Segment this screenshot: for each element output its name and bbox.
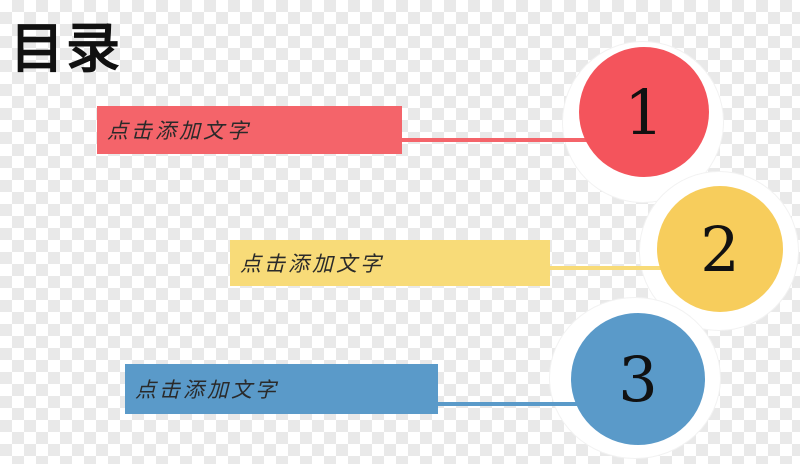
toc-item-label-box[interactable]: 点击添加文字 — [125, 364, 438, 414]
connector-line — [402, 138, 587, 142]
toc-item-number: 3 — [618, 342, 658, 416]
toc-item-label: 点击添加文字 — [107, 119, 251, 143]
toc-item-label-box[interactable]: 点击添加文字 — [230, 240, 550, 286]
toc-item-label: 点击添加文字 — [135, 378, 279, 402]
connector-line — [550, 266, 665, 270]
toc-item-number-badge: 1 — [579, 47, 709, 177]
toc-item-number: 2 — [700, 212, 740, 286]
connector-line — [438, 402, 583, 406]
toc-item-number-badge: 3 — [571, 313, 705, 445]
toc-item-number: 1 — [624, 75, 664, 149]
page-title: 目录 — [10, 17, 122, 80]
toc-item-label: 点击添加文字 — [240, 252, 384, 276]
toc-item-label-box[interactable]: 点击添加文字 — [97, 106, 402, 154]
toc-item-number-badge: 2 — [657, 186, 783, 312]
